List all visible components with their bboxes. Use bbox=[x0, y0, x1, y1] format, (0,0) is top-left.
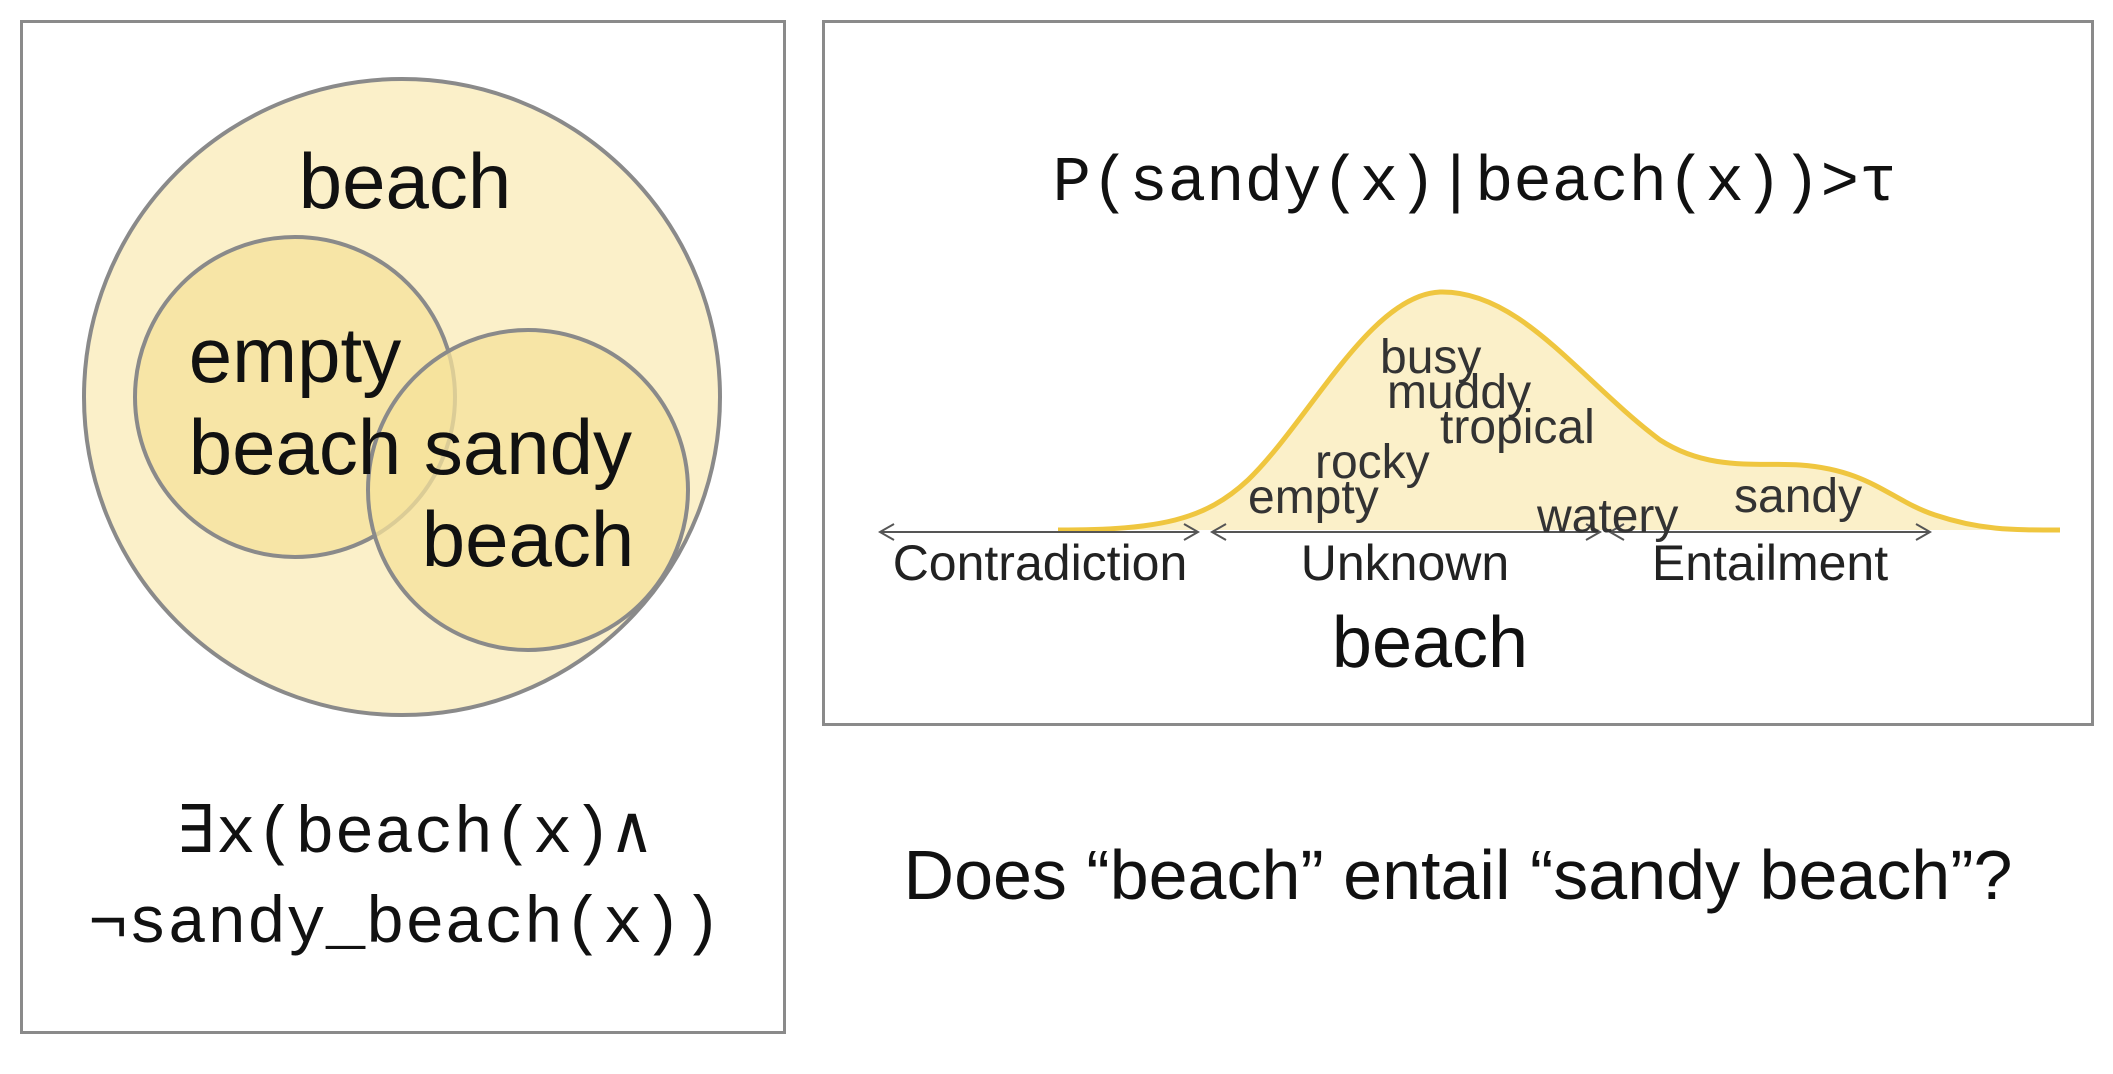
contradiction-arrowhead-right bbox=[1183, 523, 1201, 541]
word-watery: watery bbox=[1536, 490, 1678, 543]
region-unknown: Unknown bbox=[1301, 535, 1509, 591]
region-arrows bbox=[877, 523, 1933, 541]
axis-label-beach: beach bbox=[1332, 603, 1528, 683]
word-empty: empty bbox=[1248, 471, 1379, 524]
beach-set-label: beach bbox=[299, 137, 512, 225]
word-tropical: tropical bbox=[1440, 401, 1595, 454]
sandy-beach-label-line2: beach bbox=[422, 495, 635, 583]
entailment-arrowhead-right bbox=[1915, 523, 1933, 541]
venn-diagram: beach empty beach sandy beach bbox=[82, 77, 722, 717]
density-curve-line bbox=[1057, 289, 2061, 533]
unknown-arrowhead-right bbox=[1585, 523, 1603, 541]
question-text: Does “beach” entail “sandy beach”? bbox=[903, 836, 2013, 914]
sandy-beach-set-circle bbox=[366, 328, 690, 652]
word-rocky: rocky bbox=[1315, 436, 1430, 489]
word-muddy: muddy bbox=[1387, 366, 1531, 419]
empty-beach-label-line2: beach bbox=[189, 403, 402, 491]
region-contradiction: Contradiction bbox=[893, 535, 1188, 591]
word-sandy: sandy bbox=[1734, 470, 1862, 523]
contradiction-arrowhead-left bbox=[877, 523, 895, 541]
logic-formula-line1: ∃x(beach(x)∧ bbox=[176, 797, 652, 872]
region-entailment: Entailment bbox=[1652, 535, 1888, 591]
probability-formula: P(sandy(x)|beach(x))>τ bbox=[1053, 148, 1898, 220]
logic-formula-line2: ¬sandy_beach(x)) bbox=[88, 887, 722, 962]
entailment-arrowhead-left bbox=[1607, 523, 1625, 541]
sandy-beach-label-line1: sandy bbox=[424, 403, 632, 491]
density-curve-fill bbox=[1058, 291, 2060, 530]
unknown-arrowhead-left bbox=[1209, 523, 1227, 541]
empty-beach-label-line1: empty bbox=[189, 311, 401, 399]
word-busy: busy bbox=[1380, 331, 1481, 384]
